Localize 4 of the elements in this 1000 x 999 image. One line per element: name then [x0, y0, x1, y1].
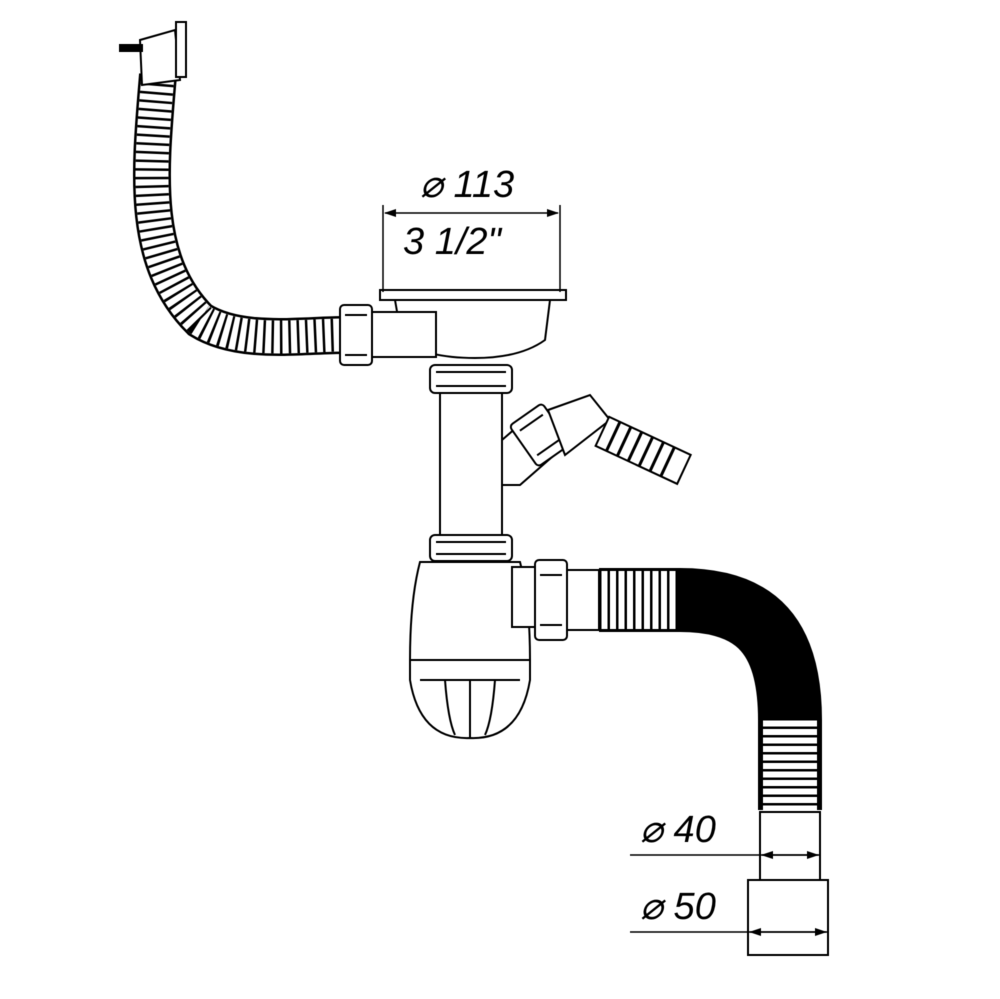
dimension-label: ⌀ 50	[640, 887, 716, 927]
dimension-label: ⌀ 113	[420, 165, 514, 205]
dimension-label: 3 1/2"	[403, 222, 502, 262]
dimension-label: ⌀ 40	[640, 810, 716, 850]
